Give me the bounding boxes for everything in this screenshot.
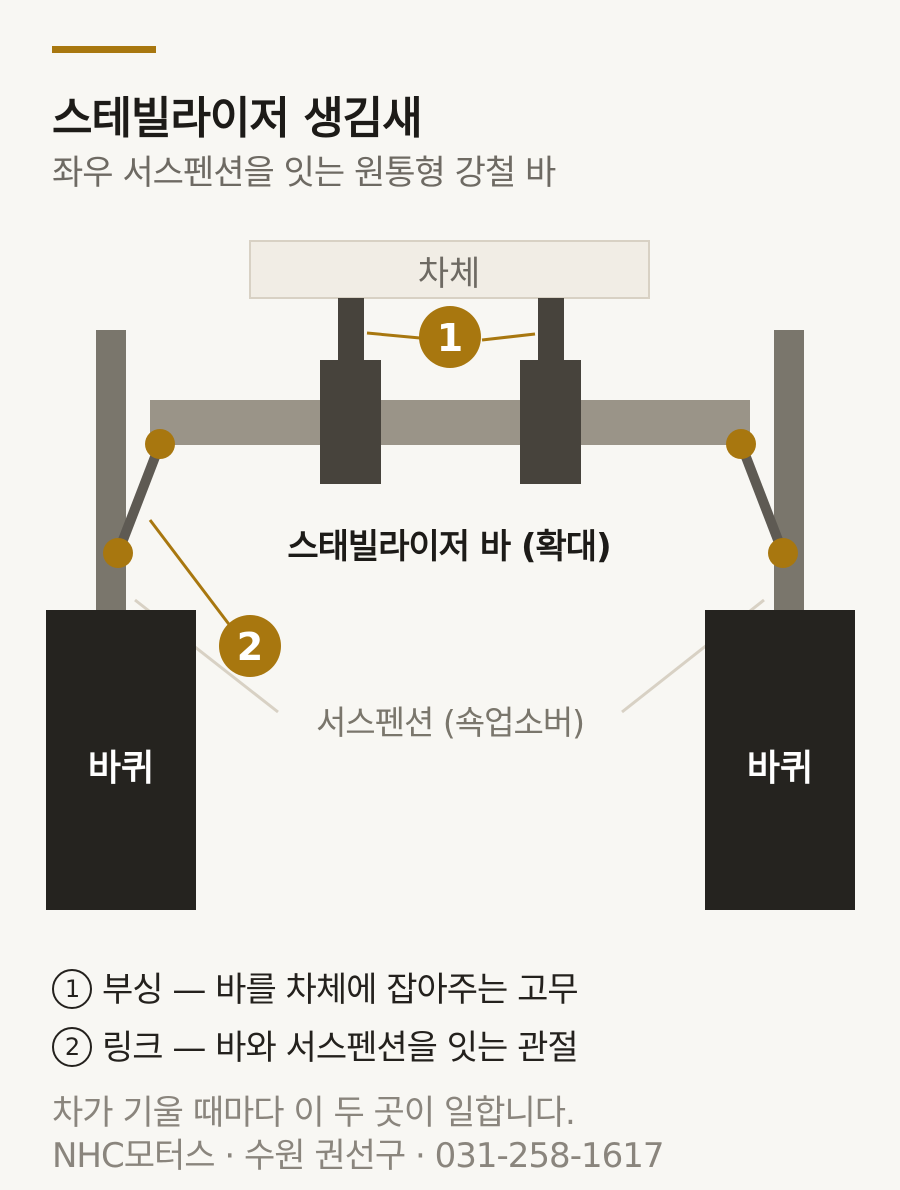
stabilizer-bar-label: 스태빌라이저 바 (확대) [287,527,610,567]
marker-2-leader [148,519,233,628]
legend-item-2-text: 링크 — 바와 서스펜션을 잇는 관절 [102,1028,579,1068]
right-link-joint-bottom [768,538,798,568]
left-link-joint-top [145,429,175,459]
right-bushing [520,360,581,484]
marker-2-badge [219,615,281,677]
legend-item-2-number: 2 [52,1027,92,1067]
right-wheel-label: 바퀴 [747,748,813,789]
left-suspension-post [96,330,126,620]
left-wheel [46,610,196,910]
left-bushing-mount [338,298,364,362]
right-suspension-post [774,330,804,620]
right-link-rod [736,442,788,555]
marker-1-badge [419,306,481,368]
right-bushing-mount [538,298,564,362]
suspension-label: 서스펜션 (쇽업소버) [316,703,584,742]
marker-2-number: 2 [237,625,263,669]
left-link-joint-bottom [103,538,133,568]
legend-item-1-text: 부싱 — 바를 차체에 잡아주는 고무 [102,970,579,1010]
footer-note: 차가 기울 때마다 이 두 곳이 일합니다. [52,1093,576,1133]
page-title: 스테빌라이저 생김새 [52,93,423,144]
left-wheel-label: 바퀴 [88,748,154,789]
left-link-rod [113,442,165,555]
right-wheel [705,610,855,910]
car-body-box [249,240,650,299]
footer-company: NHC모터스 · 수원 권선구 · 031-258-1617 [52,1136,664,1176]
accent-rule [52,46,156,53]
legend-item-1-number: 1 [52,969,92,1009]
page-subtitle: 좌우 서스펜션을 잇는 원통형 강철 바 [52,153,556,193]
marker-1-leader-right [481,332,536,342]
right-link-joint-top [726,429,756,459]
marker-1-leader-left [366,331,421,340]
car-body-label: 차체 [418,254,481,294]
left-bushing [320,360,381,484]
stabilizer-bar [150,400,750,445]
marker-1-number: 1 [437,316,463,360]
